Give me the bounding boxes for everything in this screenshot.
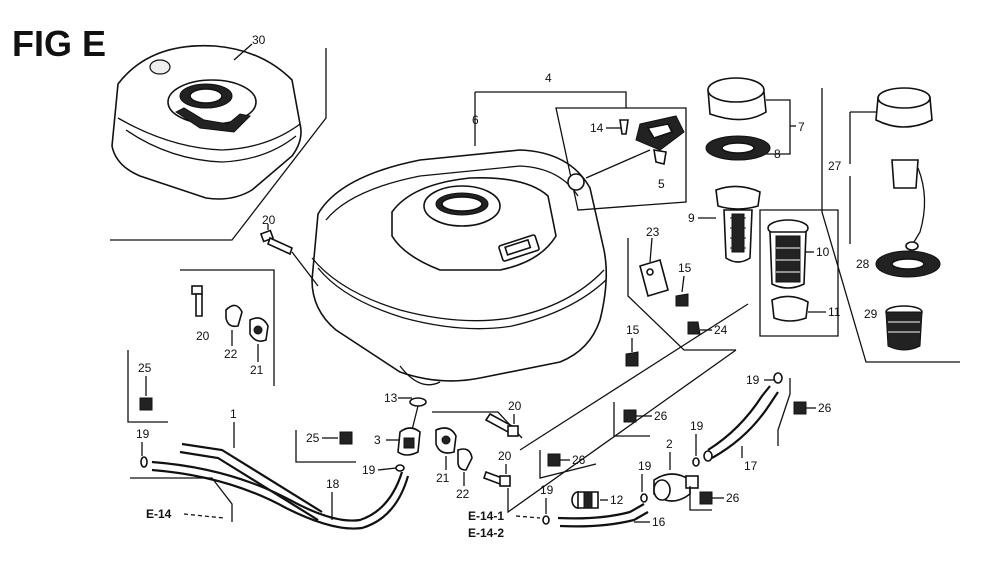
bracket-line	[295, 430, 356, 463]
reference-e14-1: E-14-1	[468, 509, 504, 523]
callout-12: 12	[610, 493, 624, 507]
clip-part	[139, 397, 153, 411]
bolt-part	[191, 285, 203, 317]
callout-19: 19	[638, 459, 652, 473]
callout-24: 24	[714, 323, 728, 337]
fuel-strainer-part	[715, 185, 761, 263]
callout-26: 26	[654, 409, 668, 423]
mounting-plate-part	[639, 258, 669, 298]
callout-29: 29	[864, 307, 878, 321]
washer-part	[457, 448, 473, 471]
callout-19: 19	[690, 419, 704, 433]
callout-11: 11	[828, 305, 841, 319]
callout-22: 22	[224, 347, 238, 361]
bolt-part	[484, 412, 519, 437]
callout-21: 21	[250, 363, 264, 377]
fuel-cock-part	[397, 427, 421, 456]
bracket-line	[689, 486, 712, 511]
nut-part	[687, 321, 701, 335]
bracket-line	[127, 350, 168, 423]
callout-17: 17	[744, 459, 758, 473]
callout-20: 20	[508, 399, 522, 413]
callout-28: 28	[856, 257, 870, 271]
bracket-line	[180, 269, 275, 386]
callout-3: 3	[374, 433, 381, 447]
callout-20: 20	[262, 213, 276, 227]
callout-26: 26	[572, 453, 586, 467]
callout-16: 16	[652, 515, 666, 529]
bracket-line	[821, 88, 960, 363]
fuel-hose-part	[151, 460, 404, 522]
fuel-pump-part	[653, 473, 699, 502]
washer-part	[225, 304, 243, 328]
callout-1: 1	[230, 407, 237, 421]
figure-title: FIG E	[12, 23, 106, 64]
callout-7: 7	[798, 120, 805, 134]
callout-20: 20	[498, 449, 512, 463]
reference-e14: E-14	[146, 507, 172, 521]
bracket-line	[110, 48, 327, 241]
bracket-line	[777, 378, 791, 446]
fuel-tank-part	[311, 149, 608, 386]
callout-19: 19	[746, 373, 760, 387]
bracket-line	[507, 349, 737, 514]
fuel-filter-part	[571, 491, 599, 509]
bracket-line	[539, 450, 597, 479]
callout-26: 26	[726, 491, 740, 505]
fuel-cap-strap-part	[875, 87, 941, 351]
gasket-part	[409, 397, 427, 407]
callout-26: 26	[818, 401, 832, 415]
callout-8: 8	[774, 147, 781, 161]
callout-27: 27	[828, 159, 842, 173]
clip-part	[699, 491, 713, 505]
bracket-line	[759, 209, 839, 337]
clip-part	[623, 409, 637, 423]
callout-2: 2	[666, 437, 673, 451]
bracket-line	[627, 238, 736, 351]
bracket-line	[613, 402, 650, 437]
callout-14: 14	[590, 121, 604, 135]
callout-22: 22	[456, 487, 470, 501]
callout-15: 15	[678, 261, 692, 275]
screw-part	[619, 119, 629, 135]
fuel-cap-part	[705, 77, 771, 161]
clip-part	[547, 453, 561, 467]
callout-25: 25	[306, 431, 320, 445]
bolt-part	[259, 229, 293, 256]
callout-10: 10	[816, 245, 830, 259]
callout-18: 18	[326, 477, 340, 491]
callout-4: 4	[545, 71, 552, 85]
fuel-hose-part	[557, 503, 645, 520]
callout-19: 19	[136, 427, 150, 441]
callout-15: 15	[626, 323, 640, 337]
tank-cover-part	[111, 44, 302, 200]
callout-5: 5	[658, 177, 665, 191]
callout-19: 19	[540, 483, 554, 497]
callout-20: 20	[196, 329, 210, 343]
callout-6: 6	[472, 113, 479, 127]
callout-25: 25	[138, 361, 152, 375]
bolt-part	[482, 470, 511, 487]
callout-9: 9	[688, 211, 695, 225]
reference-e14-2: E-14-2	[468, 526, 504, 540]
fuel-hose-part	[707, 385, 771, 451]
nut-part	[625, 351, 639, 367]
clip-part	[339, 431, 353, 445]
filter-screen-part	[767, 219, 809, 322]
nut-part	[675, 293, 689, 307]
fuel-gauge-part	[567, 115, 685, 191]
callout-21: 21	[436, 471, 450, 485]
callout-30: 30	[252, 33, 266, 47]
callout-13: 13	[384, 391, 398, 405]
clip-part	[793, 401, 807, 415]
callout-19: 19	[362, 463, 376, 477]
callout-23: 23	[646, 225, 660, 239]
